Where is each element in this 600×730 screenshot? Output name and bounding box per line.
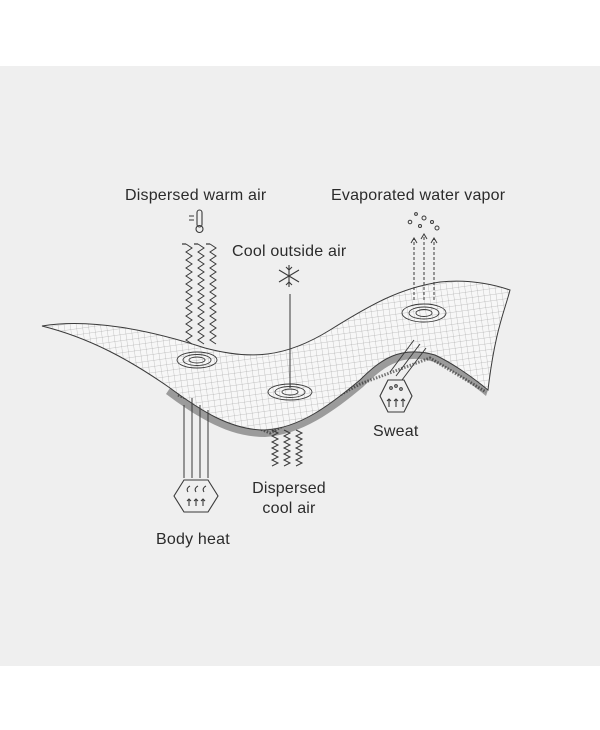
label-dispersed-cool-air: Dispersed cool air	[244, 479, 334, 519]
label-dispersed-warm-air: Dispersed warm air	[125, 187, 267, 204]
label-dispersed-cool-air-line1: Dispersed	[252, 480, 326, 497]
label-sweat: Sweat	[373, 423, 419, 440]
body-heat-hexagon-icon	[173, 479, 219, 513]
label-dispersed-cool-air-line2: cool air	[262, 500, 316, 517]
sweat-hexagon-icon	[379, 379, 413, 413]
label-cool-outside-air: Cool outside air	[232, 243, 347, 260]
warm-air-rings	[176, 351, 218, 369]
warm-air-springs	[182, 243, 217, 345]
label-body-heat: Body heat	[156, 531, 230, 548]
water-droplets-icon	[407, 212, 440, 231]
label-evaporated-water-vapor: Evaporated water vapor	[331, 187, 506, 204]
sweat-rods	[389, 339, 427, 381]
vapor-rings	[401, 303, 447, 323]
cool-air-springs	[270, 429, 304, 467]
snowflake-icon	[278, 265, 300, 287]
body-heat-rods	[183, 398, 209, 478]
vapor-arrows	[410, 233, 438, 300]
thermometer-icon	[189, 209, 204, 234]
